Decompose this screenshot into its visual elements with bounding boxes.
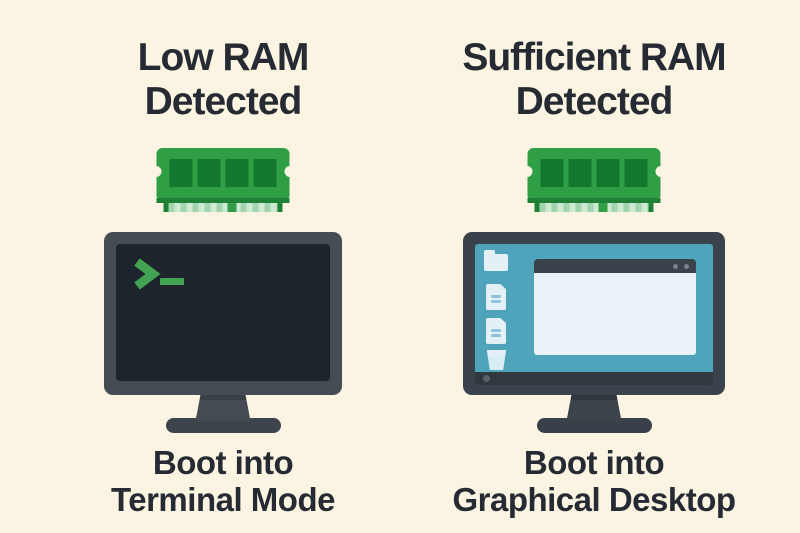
ram-chip (540, 159, 564, 187)
folder-icon (484, 250, 508, 271)
panel-sufficient-ram-title: Sufficient RAM Detected (427, 36, 761, 124)
ram-key-notch (227, 203, 237, 212)
ram-chip (624, 159, 648, 187)
caption-line-2: Graphical Desktop (452, 481, 736, 518)
title-line-2: Detected (144, 80, 303, 123)
desktop-monitor (463, 232, 725, 433)
monitor-chin (475, 372, 713, 385)
ram-key-notch (598, 203, 608, 212)
ram-chip (225, 159, 249, 187)
caption-line-1: Boot into (523, 444, 665, 481)
ram-chip (169, 159, 193, 187)
monitor-bezel (104, 232, 342, 395)
ram-body (150, 148, 296, 198)
app-window (534, 259, 696, 355)
ram-notch-right (284, 166, 296, 177)
monitor-bezel (463, 232, 725, 395)
monitor-stand-neck (195, 395, 251, 421)
ram-chip (253, 159, 277, 187)
desktop-screen (475, 244, 713, 372)
ram-pins (163, 203, 283, 212)
title-line-1: Sufficient RAM (462, 36, 726, 79)
file-icon (486, 318, 506, 344)
monitor-stand-base (165, 418, 281, 433)
power-led-icon (483, 375, 490, 382)
panel-low-ram: Low RAM Detected (56, 0, 390, 533)
panel-low-ram-title: Low RAM Detected (56, 36, 390, 124)
ram-pins (534, 203, 654, 212)
file-icon (486, 284, 506, 310)
trash-icon (486, 350, 507, 370)
panel-low-ram-caption: Boot into Terminal Mode (56, 444, 390, 518)
panel-sufficient-ram-caption: Boot into Graphical Desktop (427, 444, 761, 518)
terminal-screen (116, 244, 330, 381)
monitor-stand-base (536, 418, 652, 433)
ram-chip (568, 159, 592, 187)
ram-chip (197, 159, 221, 187)
window-content (534, 273, 696, 355)
ram-chip (596, 159, 620, 187)
ram-notch-left (521, 166, 533, 177)
ram-stick-icon (150, 148, 296, 212)
terminal-prompt-icon (134, 258, 184, 290)
caption-line-1: Boot into (152, 444, 294, 481)
window-control-dot (673, 264, 678, 269)
title-line-1: Low RAM (137, 36, 310, 79)
window-titlebar (534, 259, 696, 273)
ram-edge-strip (527, 198, 661, 203)
title-line-2: Detected (515, 80, 674, 123)
ram-edge-strip (156, 198, 290, 203)
window-control-dot (684, 264, 689, 269)
panel-sufficient-ram: Sufficient RAM Detected (427, 0, 761, 533)
ram-body (521, 148, 667, 198)
monitor-stand-neck (566, 395, 622, 421)
ram-stick-icon (521, 148, 667, 212)
ram-notch-right (655, 166, 667, 177)
ram-notch-left (150, 166, 162, 177)
terminal-monitor (104, 232, 342, 433)
caption-line-2: Terminal Mode (111, 481, 335, 518)
